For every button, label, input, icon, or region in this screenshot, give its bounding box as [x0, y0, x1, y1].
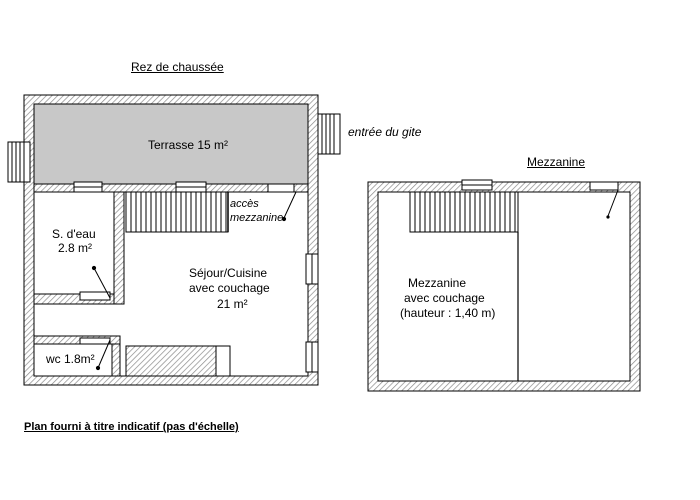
shower-room-area: 2.8 m²	[58, 241, 93, 255]
counter-end	[215, 345, 231, 377]
entrance-label: entrée du gite	[348, 125, 422, 139]
mezzanine-title: Mezzanine	[527, 155, 586, 169]
shower-room-label: S. d'eau	[52, 227, 96, 241]
shower-room-walls	[33, 191, 125, 305]
terrace-left-step	[7, 141, 31, 183]
wc-label: wc 1.8m²	[46, 352, 95, 366]
mezzanine-outer-walls	[367, 181, 641, 392]
stair-access-label-line2: mezzanine	[230, 212, 284, 224]
right-wall-windows	[305, 253, 319, 373]
ground-floor-title: Rez de chaussée	[131, 60, 224, 74]
mezzanine-room-sleeping: avec couchage	[404, 291, 485, 305]
terrace-openings	[73, 181, 295, 193]
mezzanine-room-height: (hauteur : 1,40 m)	[400, 306, 496, 320]
mezzanine-staircase	[409, 191, 519, 233]
living-room-area: 21 m²	[217, 297, 248, 311]
kitchen-counter	[125, 345, 217, 377]
disclaimer-note: Plan fourni à titre indicatif (pas d'éch…	[24, 421, 239, 433]
wc-walls	[33, 335, 121, 377]
terrace-label: Terrasse 15 m²	[148, 138, 229, 152]
ground-floor-plan	[7, 94, 341, 386]
stair-access-label-line1: accès	[230, 198, 259, 210]
entrance-step	[317, 113, 341, 155]
living-room-label: Séjour/Cuisine	[189, 266, 268, 280]
mezzanine-room-label: Mezzanine	[408, 276, 467, 290]
staircase-to-mezzanine	[125, 191, 229, 233]
terrace-area	[33, 103, 309, 185]
living-room-sleeping: avec couchage	[189, 281, 270, 295]
door-swings	[91, 191, 297, 371]
mezzanine-plan	[367, 179, 641, 392]
